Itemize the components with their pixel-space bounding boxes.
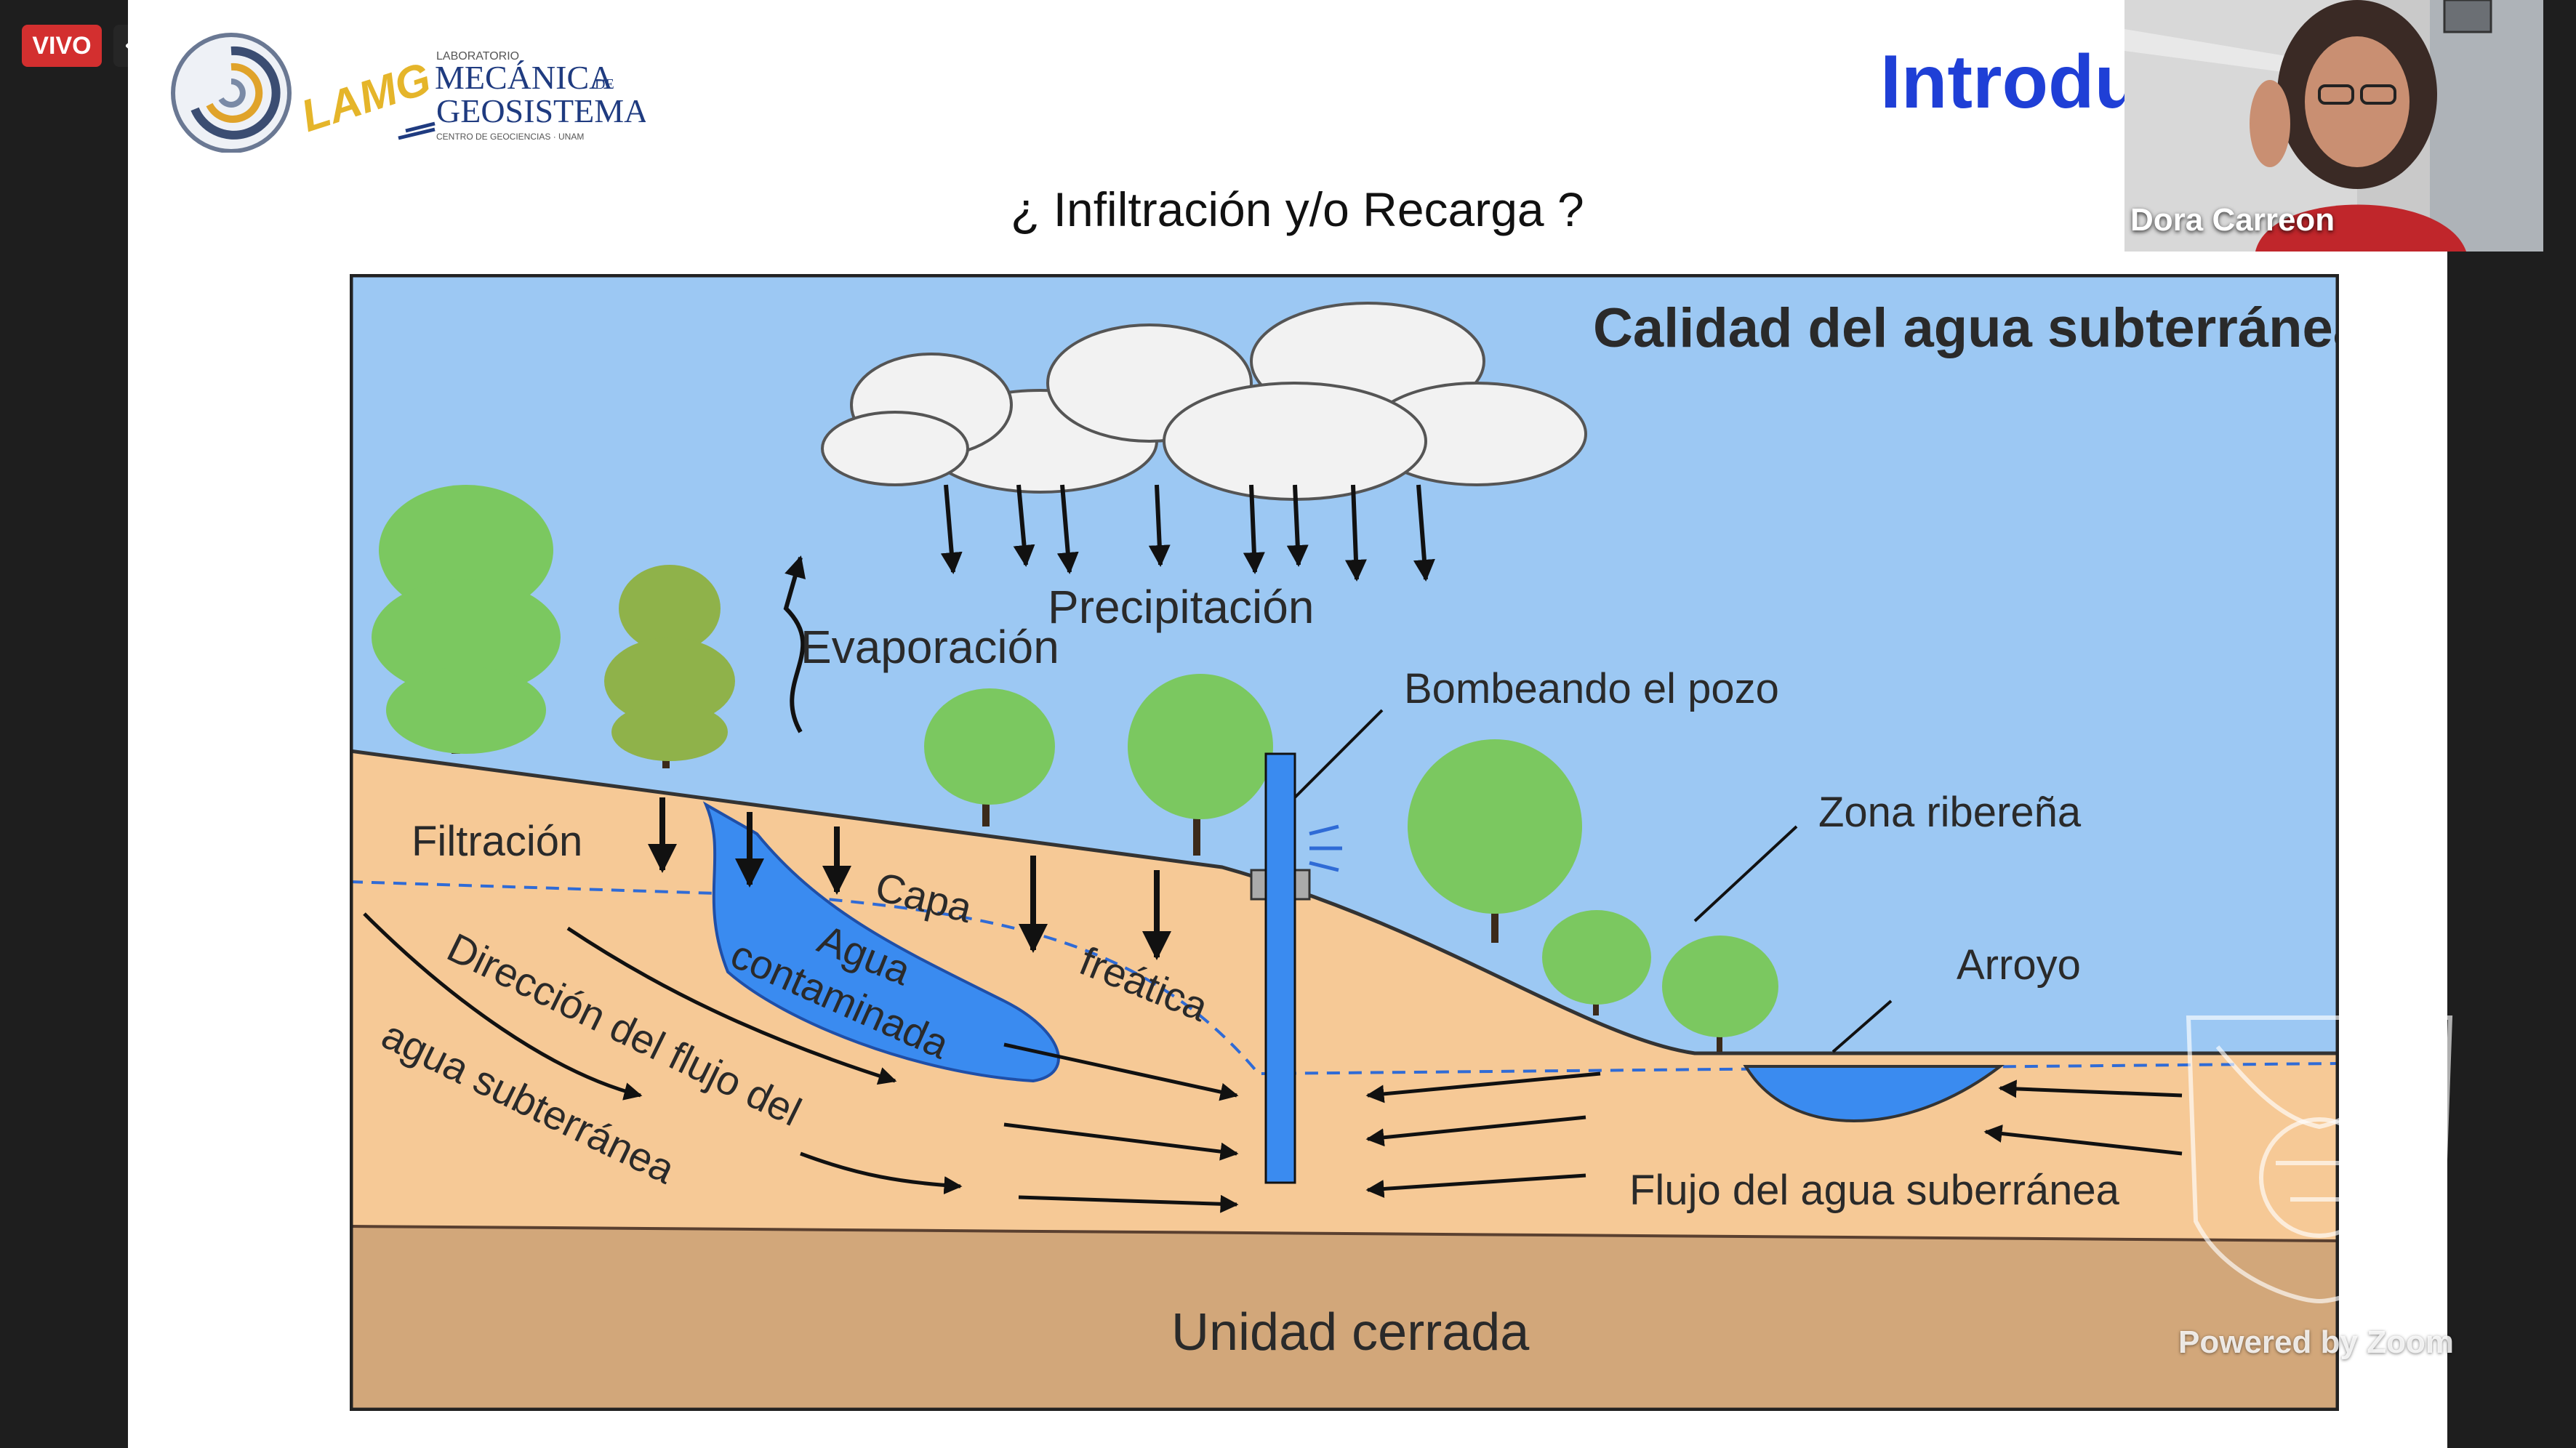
unam-crest-watermark (2186, 1015, 2453, 1304)
lamg-logo: LAMG LABORATORIO MECÁNICA DE GEOSISTEMAS… (295, 50, 646, 142)
slide-logos: LAMG LABORATORIO MECÁNICA DE GEOSISTEMAS… (171, 33, 646, 153)
participant-face (2305, 36, 2410, 167)
svg-text:DE: DE (595, 76, 614, 92)
groundwater-flow-arrows (363, 912, 2183, 1213)
geosciences-spiral-logo (171, 33, 292, 153)
label-groundwater-flow: Flujo del agua suberránea (1629, 1167, 2120, 1214)
rain-arrows (940, 484, 1435, 582)
svg-text:CENTRO DE GEOCIENCIAS · UNAM: CENTRO DE GEOCIENCIAS · UNAM (436, 132, 584, 142)
contaminated-water-plume (702, 801, 1060, 1083)
slide-title: Introdu (1880, 40, 2127, 124)
label-evaporation: Evaporación (801, 621, 1059, 673)
label-precipitation: Precipitación (1048, 581, 1314, 633)
live-badge: VIVO (22, 25, 102, 67)
slide-subtitle: ¿ Infiltración y/o Recarga ? (1011, 182, 1584, 236)
label-riparian-zone: Zona ribereña (1818, 789, 2082, 836)
bedrock-layer (350, 1226, 2339, 1411)
label-pumping-well: Bombeando el pozo (1404, 665, 1779, 712)
label-stream: Arroyo (1957, 941, 2081, 989)
evaporation-arrow (783, 555, 806, 733)
diagram-title: Calidad del agua subterránea (1593, 297, 2339, 359)
infiltration-arrows (648, 797, 1171, 960)
participant-name: Dora Carreon (2130, 202, 2335, 238)
svg-text:GEOSISTEMAS: GEOSISTEMAS (436, 92, 646, 129)
label-filtration: Filtración (412, 818, 582, 865)
groundwater-diagram: Calidad del agua subterránea Precipitaci… (350, 274, 2339, 1411)
trees (372, 485, 1778, 1052)
pumping-well (1250, 752, 1342, 1184)
rain-clouds (821, 302, 1587, 501)
svg-text:MECÁNICA: MECÁNICA (435, 59, 613, 96)
live-label: VIVO (32, 31, 92, 60)
powered-by-zoom: Powered by Zoom (2178, 1324, 2454, 1360)
svg-text:LABORATORIO: LABORATORIO (436, 50, 519, 63)
water-table (350, 880, 2339, 1076)
label-confined-unit: Unidad cerrada (1171, 1303, 1530, 1361)
participant-video[interactable] (2124, 0, 2543, 252)
stream (1743, 1065, 2005, 1122)
